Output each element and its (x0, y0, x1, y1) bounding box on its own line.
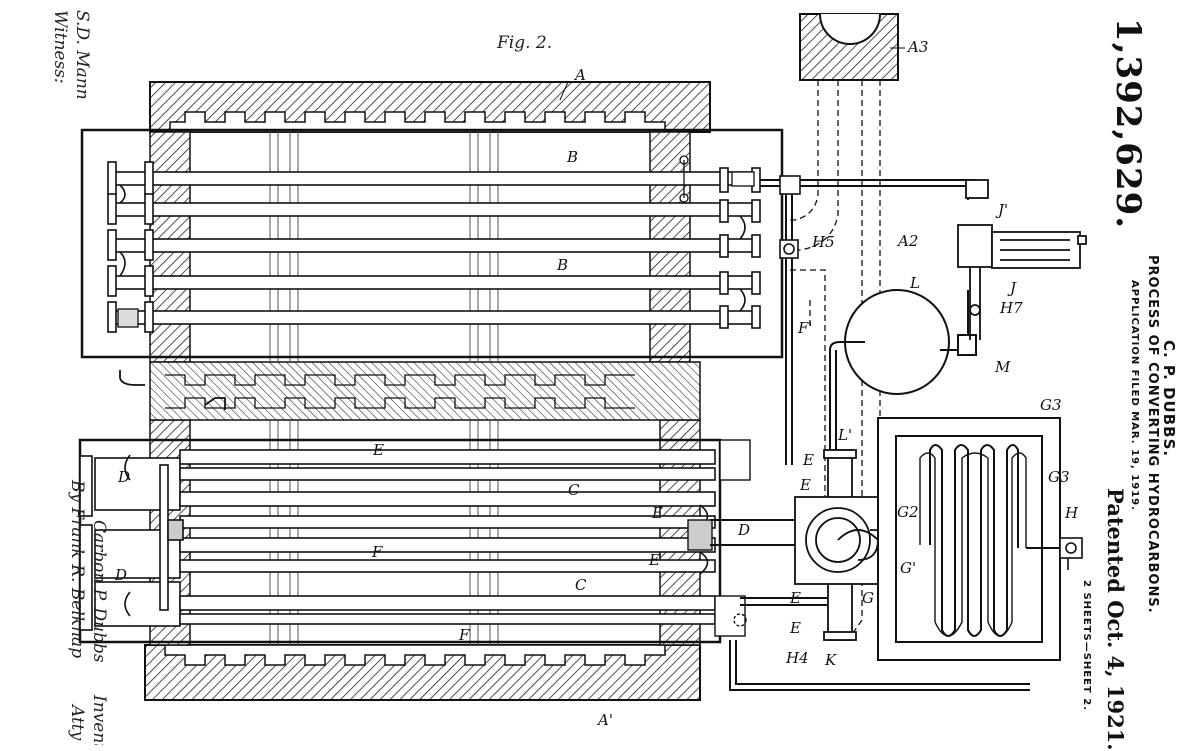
inventor-signature: By Frank R. Belknap Carbon P. Dubbs Inve… (67, 479, 109, 745)
label-h5: H5 (811, 233, 835, 251)
label-e4: E (651, 504, 663, 522)
separator-g (794, 496, 930, 585)
label-g2: G2 (897, 503, 919, 521)
tube-bank-b (107, 161, 761, 333)
label-e3: E (799, 476, 811, 494)
label-d1: D (117, 468, 130, 486)
furnace-lower-wall (144, 644, 701, 701)
label-a: A (573, 66, 586, 84)
valve-h (1059, 537, 1083, 570)
figure-label: Fig. 2. (496, 33, 552, 53)
label-g3a: G3 (1040, 396, 1062, 414)
label-c1: C (568, 481, 580, 499)
label-m: M (994, 358, 1011, 376)
application-filed: APPLICATION FILED MAR. 19, 1919. (1129, 280, 1140, 511)
upper-tube-fittings (117, 155, 755, 328)
label-k: K (824, 651, 837, 669)
label-e6: E (789, 589, 801, 607)
patent-title: PROCESS OF CONVERTING HYDROCARBONS. (1145, 255, 1160, 614)
main-piping (710, 179, 1030, 691)
label-j: J (1007, 279, 1017, 297)
stack-a3 (799, 13, 899, 170)
label-f1: F (371, 543, 383, 561)
pump-j (957, 179, 1087, 340)
label-e7: E (789, 619, 801, 637)
patented-date: Patented Oct. 4, 1921. (1103, 488, 1128, 751)
witness-signature: Witness: S.D. Mann (50, 10, 92, 100)
svg-text:S.D. Mann: S.D. Mann (72, 10, 92, 100)
sheet-info: 2 SHEETS—SHEET 2. (1081, 580, 1092, 711)
condenser-g3 (877, 417, 1061, 661)
svg-text:By Frank R. Belknap: By Frank R. Belknap (67, 479, 87, 658)
svg-text:Witness:: Witness: (50, 10, 70, 84)
label-e1: E (372, 441, 384, 459)
label-a3: A3 (906, 38, 928, 56)
label-j1: J' (995, 201, 1008, 219)
label-h4: H4 (785, 649, 809, 667)
label-g3b: G3 (1048, 468, 1070, 486)
label-f2: F (458, 626, 470, 644)
label-a2: A2 (896, 232, 918, 250)
label-a1: A' (596, 711, 613, 729)
label-d2: D (114, 566, 127, 584)
svg-text:Inventor: Inventor (89, 694, 109, 745)
inventor-name: C. P. DUBBS. (1160, 340, 1178, 458)
svg-text:Atty: Atty (67, 703, 87, 741)
receiver-l (829, 289, 977, 395)
furnace-middle-partition (149, 361, 701, 421)
label-h7: H7 (999, 299, 1023, 317)
label-b1: B (566, 148, 578, 166)
label-e2: E (802, 451, 814, 469)
svg-text:Carbon P. Dubbs: Carbon P. Dubbs (89, 520, 109, 663)
label-g: G (862, 589, 874, 607)
patent-number: 1,392,629. (1108, 18, 1148, 230)
label-g1: G' (900, 559, 916, 577)
label-f3: F' (797, 319, 813, 337)
label-l1: L' (837, 426, 852, 444)
label-d3: D (737, 521, 750, 539)
valve-h5 (779, 175, 801, 259)
lower-right-fittings (687, 439, 751, 637)
furnace-upper-wall (149, 81, 711, 133)
label-h: H (1064, 504, 1079, 522)
part-labels: A A' A2 A3 B B C C D D D E E E E E E E F… (114, 38, 1079, 729)
tube-bank-lower (79, 449, 716, 631)
label-e5: E (648, 551, 660, 569)
misc-elbows (119, 370, 226, 410)
label-l: L (909, 274, 920, 292)
label-c2: C (575, 576, 587, 594)
label-b2: B (556, 256, 568, 274)
